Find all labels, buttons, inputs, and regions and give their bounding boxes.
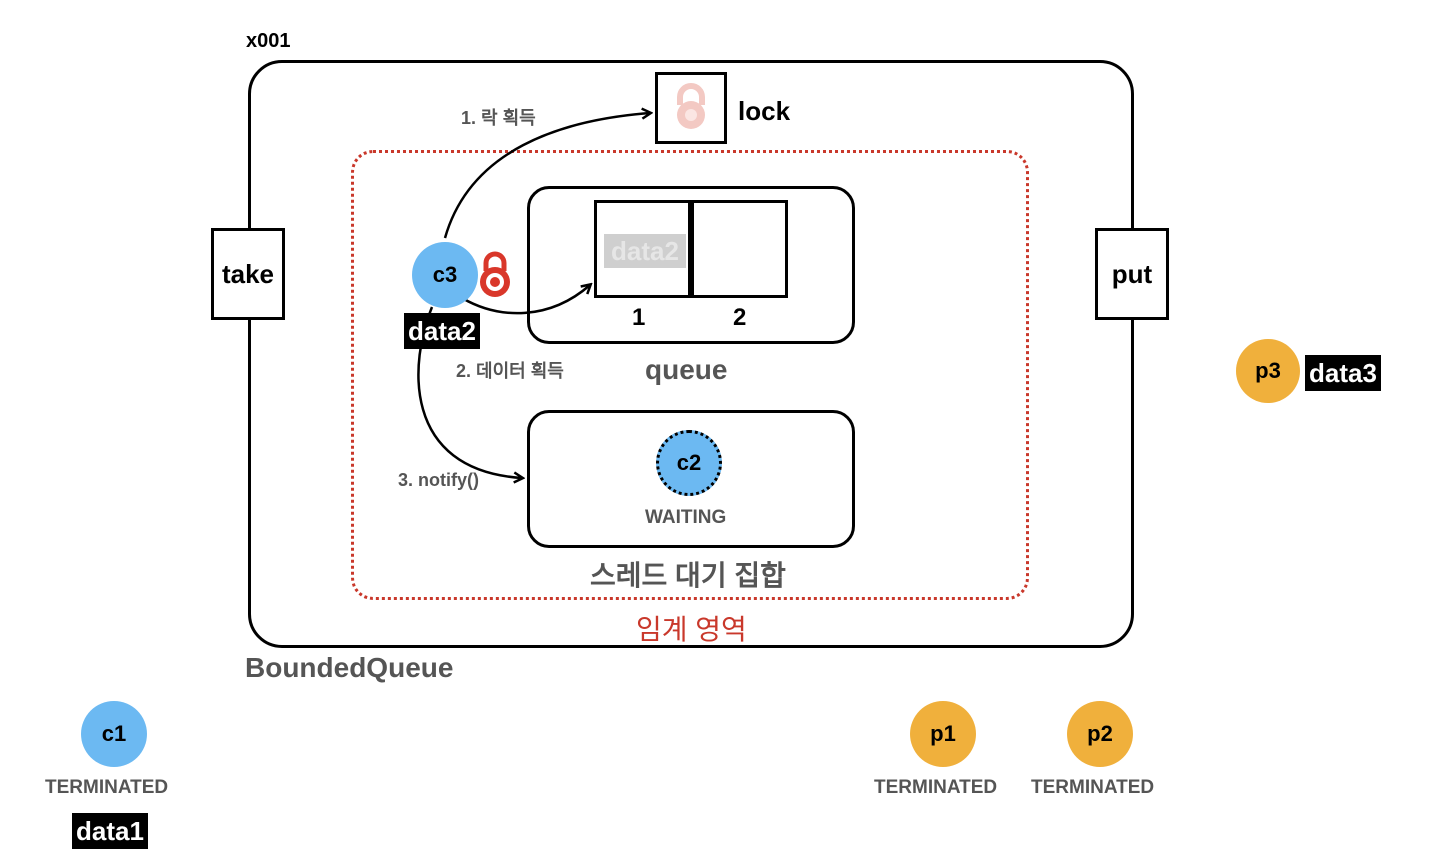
step-acquire-data: 2. 데이터 획득: [456, 361, 564, 381]
queue-slot-2: [691, 200, 788, 298]
thread-p2-label: p2: [1087, 721, 1113, 746]
step-acquire-lock: 1. 락 획득: [461, 108, 536, 128]
queue-index-1: 1: [632, 304, 646, 331]
lock-box: [655, 72, 727, 144]
thread-p1-label: p1: [930, 721, 956, 746]
lock-faded-icon: [677, 83, 705, 129]
thread-c3-data: data2: [404, 313, 480, 349]
bounded-queue-box: [248, 60, 1134, 648]
thread-p3-label: p3: [1255, 358, 1281, 383]
thread-c2-label: c2: [676, 450, 702, 475]
critical-section: [351, 150, 1029, 600]
thread-p1: p1: [910, 701, 976, 767]
thread-c2-state: WAITING: [645, 507, 727, 528]
step-notify: 3. notify(): [398, 470, 479, 490]
lock-label: lock: [738, 96, 791, 126]
thread-p1-state: TERMINATED: [874, 777, 998, 798]
critical-section-label: 임계 영역: [636, 614, 747, 645]
class-name: BoundedQueue: [245, 652, 454, 683]
object-id: x001: [246, 30, 291, 52]
thread-c2: c2: [656, 430, 722, 496]
queue-slot-1: data2: [594, 200, 691, 298]
take-method[interactable]: take: [211, 228, 285, 320]
thread-c3: c3: [412, 242, 478, 308]
queue-label: queue: [645, 354, 728, 385]
wait-set-label: 스레드 대기 집합: [590, 560, 786, 591]
lock-held-icon: [480, 251, 510, 297]
thread-c1-data: data1: [72, 813, 148, 849]
thread-p3: p3: [1236, 339, 1300, 403]
thread-p2-state: TERMINATED: [1031, 777, 1155, 798]
thread-c1: c1: [81, 701, 147, 767]
queue-slot-1-value: data2: [604, 234, 686, 268]
thread-c1-label: c1: [101, 721, 127, 746]
queue-index-2: 2: [733, 304, 747, 331]
thread-p3-data: data3: [1305, 355, 1381, 391]
put-method[interactable]: put: [1095, 228, 1169, 320]
take-label: take: [221, 258, 275, 289]
put-label: put: [1111, 258, 1153, 289]
thread-c3-label: c3: [432, 262, 458, 287]
thread-p2: p2: [1067, 701, 1133, 767]
thread-c1-state: TERMINATED: [45, 777, 169, 798]
